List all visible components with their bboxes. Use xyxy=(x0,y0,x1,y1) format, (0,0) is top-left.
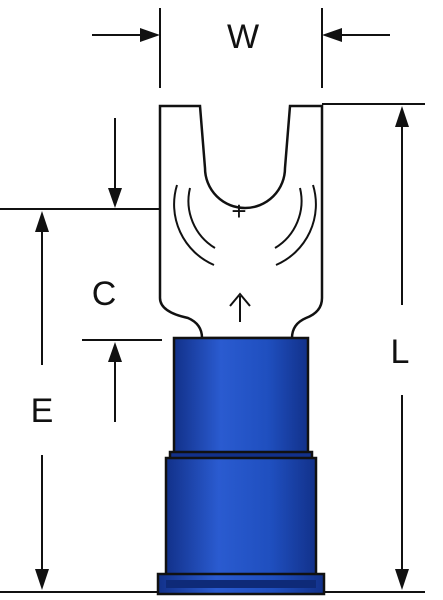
c-dimension: C xyxy=(82,118,162,422)
length-label: L xyxy=(391,333,410,371)
spade-metal-body xyxy=(158,104,324,340)
insulation-upper-sleeve xyxy=(172,336,310,458)
fork-inner-arc-outer-right xyxy=(275,184,317,266)
insulation-base-band xyxy=(166,580,316,588)
neck-arrow-icon xyxy=(229,292,251,322)
c-label: C xyxy=(92,275,117,313)
c-arrow-bottom-head xyxy=(108,342,122,362)
length-arrow-bottom-head xyxy=(395,569,409,590)
width-label: W xyxy=(227,18,259,56)
width-arrow-left-head xyxy=(140,28,160,42)
fork-inner-arc-outer xyxy=(173,184,215,266)
e-label: E xyxy=(31,392,54,430)
e-arrow-top-head xyxy=(35,211,49,232)
length-dimension: L xyxy=(322,103,425,593)
length-arrow-top-head xyxy=(395,106,409,127)
e-arrow-bottom-head xyxy=(35,569,49,590)
center-mark: + xyxy=(231,196,246,226)
width-arrow-right-head xyxy=(322,28,342,42)
insulation-lower-sleeve xyxy=(164,456,318,578)
c-arrow-top-head xyxy=(108,188,122,208)
fork-inner-arc-inner-right xyxy=(274,187,303,249)
fork-inner-arc-inner xyxy=(187,187,216,249)
width-dimension: W xyxy=(92,8,390,88)
